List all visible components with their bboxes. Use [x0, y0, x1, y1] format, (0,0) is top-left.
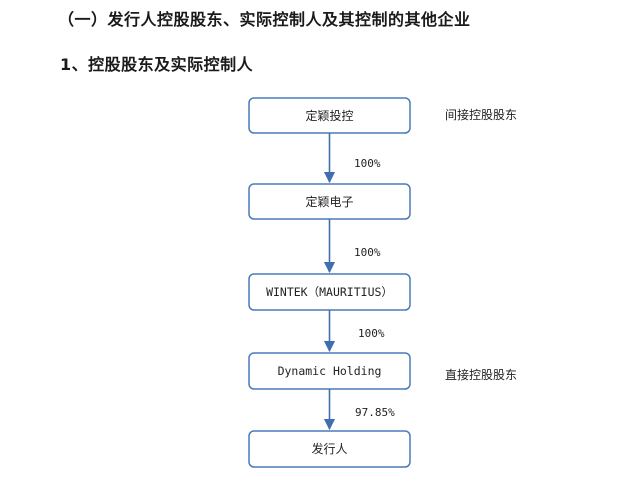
node-label: WINTEK（MAURITIUS）: [266, 285, 393, 299]
node-label: 发行人: [311, 441, 347, 456]
node-label: 定颖电子: [305, 194, 353, 209]
node-dingying-electronics: 定颖电子: [248, 183, 411, 220]
node-box: [248, 430, 411, 468]
section-heading: （一）发行人控股股东、实际控制人及其控制的其他企业: [58, 10, 471, 29]
indirect-controlling-shareholder-note: 间接控股股东: [445, 107, 517, 122]
node-dynamic-holding: Dynamic Holding: [248, 352, 411, 390]
node-label: Dynamic Holding: [278, 364, 382, 378]
ownership-percent: 100%: [354, 246, 381, 259]
ownership-percent: 100%: [358, 327, 385, 340]
node-label: 定颖投控: [305, 108, 353, 123]
ownership-percent: 100%: [354, 157, 381, 170]
subsection-heading: 1、控股股东及实际控制人: [60, 55, 254, 74]
node-wintek-mauritius: WINTEK（MAURITIUS）: [248, 273, 411, 311]
ownership-percent: 97.85%: [355, 406, 395, 419]
direct-controlling-shareholder-note: 直接控股股东: [445, 367, 517, 382]
node-dingying-holding: 定颖投控: [248, 97, 411, 134]
node-issuer: 发行人: [248, 430, 411, 468]
